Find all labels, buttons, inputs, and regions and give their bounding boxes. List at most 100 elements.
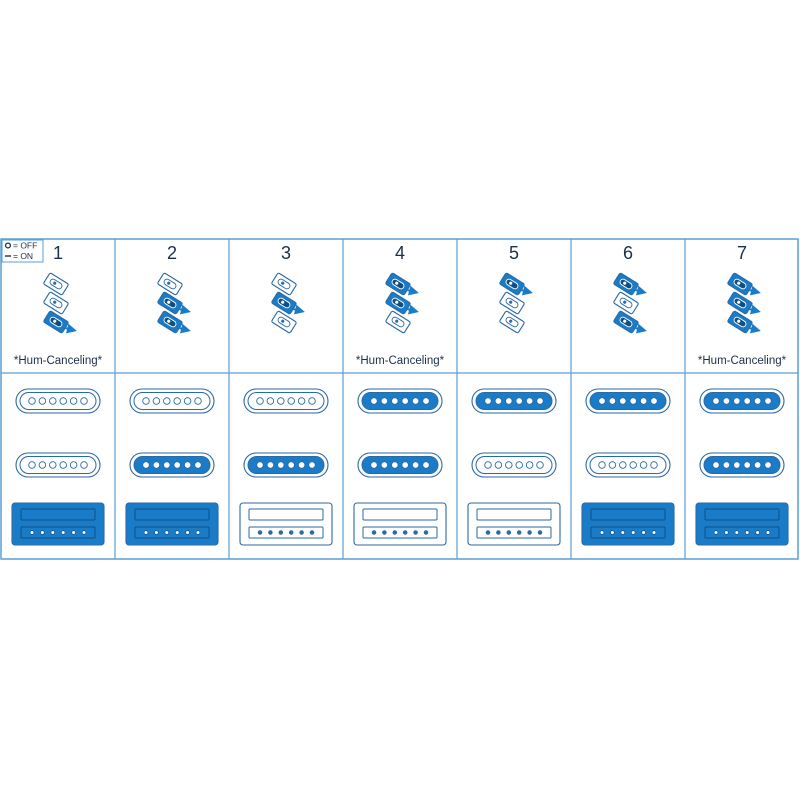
pole-screw bbox=[724, 530, 729, 535]
pole-screw bbox=[143, 530, 149, 535]
pole-screw bbox=[402, 530, 408, 535]
pole-piece bbox=[38, 397, 47, 405]
switch-slot-on bbox=[727, 291, 753, 315]
neck-single-coil-inactive bbox=[15, 388, 101, 414]
pole-piece bbox=[277, 397, 285, 405]
pole-piece bbox=[308, 397, 316, 405]
middle-single-coil-inactive bbox=[471, 452, 557, 478]
pole-piece bbox=[536, 397, 544, 405]
arrow-icon bbox=[520, 285, 533, 296]
pole-piece bbox=[733, 397, 741, 405]
pole-screw bbox=[81, 530, 87, 535]
switch-position-4: 4*Hum-Canceling* bbox=[353, 243, 447, 546]
pole-piece bbox=[142, 461, 150, 469]
pole-piece bbox=[49, 397, 57, 405]
pole-piece bbox=[764, 397, 772, 405]
pole-piece bbox=[183, 461, 192, 469]
pole-screw bbox=[423, 530, 429, 535]
switch-slot-off bbox=[43, 272, 69, 296]
arrow-icon bbox=[64, 323, 77, 334]
pole-piece bbox=[49, 461, 57, 469]
pole-screw bbox=[641, 530, 646, 535]
pole-piece bbox=[411, 397, 420, 405]
pole-screw bbox=[734, 530, 740, 535]
arrow-icon bbox=[406, 304, 419, 315]
switch-position-6: 6 bbox=[581, 243, 675, 546]
middle-single-coil-inactive bbox=[15, 452, 101, 478]
pole-screw bbox=[164, 530, 170, 535]
switch-slot-off bbox=[271, 310, 297, 334]
hum-canceling-note: *Hum-Canceling* bbox=[356, 355, 445, 367]
pole-piece bbox=[266, 461, 275, 469]
pole-piece bbox=[422, 461, 430, 469]
switch-slot-on bbox=[613, 310, 639, 334]
switch-position-3: 3 bbox=[239, 243, 333, 546]
pole-piece bbox=[764, 461, 772, 469]
pole-screw bbox=[154, 530, 159, 535]
switch-slot-on bbox=[499, 272, 525, 296]
pole-piece bbox=[391, 397, 399, 405]
pole-piece bbox=[608, 461, 617, 469]
pole-screw bbox=[620, 530, 626, 535]
hum-canceling-note: *Hum-Canceling* bbox=[14, 355, 103, 367]
switch-slot-on bbox=[157, 310, 183, 334]
switch-position-2: 2 bbox=[125, 243, 219, 546]
pole-screw bbox=[610, 530, 615, 535]
position-number: 3 bbox=[281, 243, 291, 263]
switch-slot-on bbox=[385, 272, 411, 296]
pole-piece bbox=[525, 397, 534, 405]
pole-piece bbox=[80, 397, 88, 405]
legend-box bbox=[1, 239, 44, 263]
switch-slot-off bbox=[157, 272, 183, 296]
pole-screw bbox=[382, 530, 387, 535]
pole-piece bbox=[256, 461, 264, 469]
pole-screw bbox=[40, 530, 45, 535]
pole-piece bbox=[59, 397, 67, 405]
pole-piece bbox=[639, 397, 648, 405]
pole-piece bbox=[629, 461, 637, 469]
arrow-icon bbox=[634, 323, 647, 334]
pole-screw bbox=[185, 530, 190, 535]
bridge-humbucker-active bbox=[11, 502, 105, 546]
pole-piece bbox=[380, 461, 389, 469]
position-number: 6 bbox=[623, 243, 633, 263]
pole-piece bbox=[28, 397, 36, 405]
pole-piece bbox=[287, 397, 295, 405]
pole-piece bbox=[619, 397, 627, 405]
pole-piece bbox=[411, 461, 420, 469]
pole-piece bbox=[38, 461, 47, 469]
pole-piece bbox=[650, 397, 658, 405]
pole-piece bbox=[163, 397, 171, 405]
pole-piece bbox=[308, 461, 316, 469]
neck-single-coil-active bbox=[585, 388, 671, 414]
middle-single-coil-active bbox=[357, 452, 443, 478]
arrow-icon bbox=[634, 285, 647, 296]
bridge-humbucker-active bbox=[125, 502, 219, 546]
pole-piece bbox=[753, 397, 762, 405]
middle-single-coil-active bbox=[243, 452, 329, 478]
arrow-icon bbox=[178, 323, 191, 334]
pole-piece bbox=[256, 397, 264, 405]
pole-piece bbox=[173, 461, 181, 469]
pole-screw bbox=[485, 530, 491, 535]
neck-single-coil-active bbox=[471, 388, 557, 414]
pole-screw bbox=[527, 530, 532, 535]
pole-piece bbox=[484, 461, 492, 469]
hum-canceling-note: *Hum-Canceling* bbox=[698, 355, 787, 367]
pole-piece bbox=[722, 397, 731, 405]
pole-piece bbox=[712, 461, 720, 469]
pole-piece bbox=[152, 397, 161, 405]
table-frame bbox=[0, 238, 799, 560]
arrow-icon bbox=[292, 304, 305, 315]
pole-screw bbox=[195, 530, 201, 535]
pole-piece bbox=[515, 397, 523, 405]
pole-piece bbox=[59, 461, 67, 469]
pole-piece bbox=[391, 461, 399, 469]
switch-slot-on bbox=[157, 291, 183, 315]
pole-piece bbox=[536, 461, 544, 469]
pole-screw bbox=[268, 530, 273, 535]
neck-single-coil-active bbox=[357, 388, 443, 414]
pole-piece bbox=[380, 397, 389, 405]
